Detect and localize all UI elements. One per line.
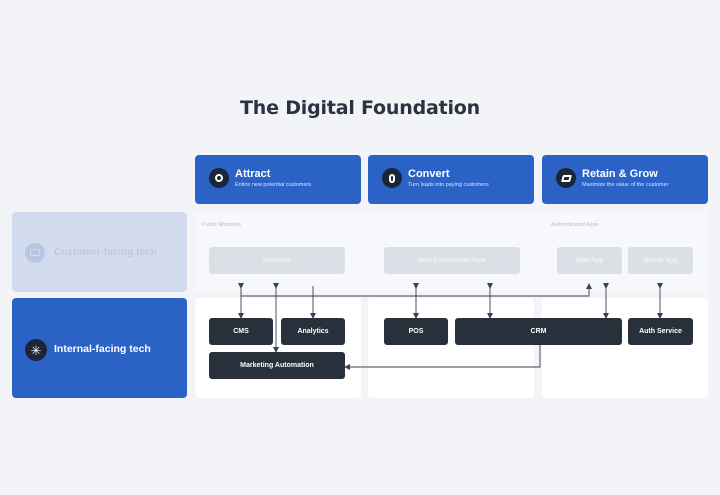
stage-retain-grow: Retain & Grow Maximize the value of the … [542,155,708,204]
chart-icon [556,168,576,188]
cms-box: CMS [209,318,273,345]
stage-title: Convert [408,168,450,180]
internal-column-retain [542,298,708,398]
stage-subtitle: Maximize the value of the customer [582,182,669,188]
row-label: Customer-facing tech [54,247,157,258]
browser-icon [25,243,45,263]
marketing-automation-box: Marketing Automation [209,352,345,379]
stage-subtitle: Turn leads into paying customers [408,182,489,188]
refresh-icon [382,168,402,188]
eye-icon [209,168,229,188]
web-app-box: Web App [557,247,622,274]
pos-box: POS [384,318,448,345]
web-conversion-flow-box: Web Conversion Flow [384,247,520,274]
section-label-authenticated: Authenticated Apps [551,222,599,228]
crm-box: CRM [455,318,622,345]
stage-title: Retain & Grow [582,168,658,180]
mobile-app-box: Mobile App [628,247,693,274]
internal-facing-row-label: ✳ Internal-facing tech [12,298,187,398]
stage-attract: Attract Entice new potential customers [195,155,361,204]
analytics-box: Analytics [281,318,345,345]
customer-facing-row-label: Customer-facing tech [12,212,187,292]
stage-subtitle: Entice new potential customers [235,182,312,188]
websites-box: Websites [209,247,345,274]
row-label: Internal-facing tech [54,343,151,355]
internal-column-convert [368,298,534,398]
stage-title: Attract [235,168,271,180]
diagram-title: The Digital Foundation [240,97,480,119]
stage-convert: Convert Turn leads into paying customers [368,155,534,204]
network-icon: ✳ [25,339,47,361]
section-label-public: Public Websites [202,222,242,228]
auth-service-box: Auth Service [628,318,693,345]
